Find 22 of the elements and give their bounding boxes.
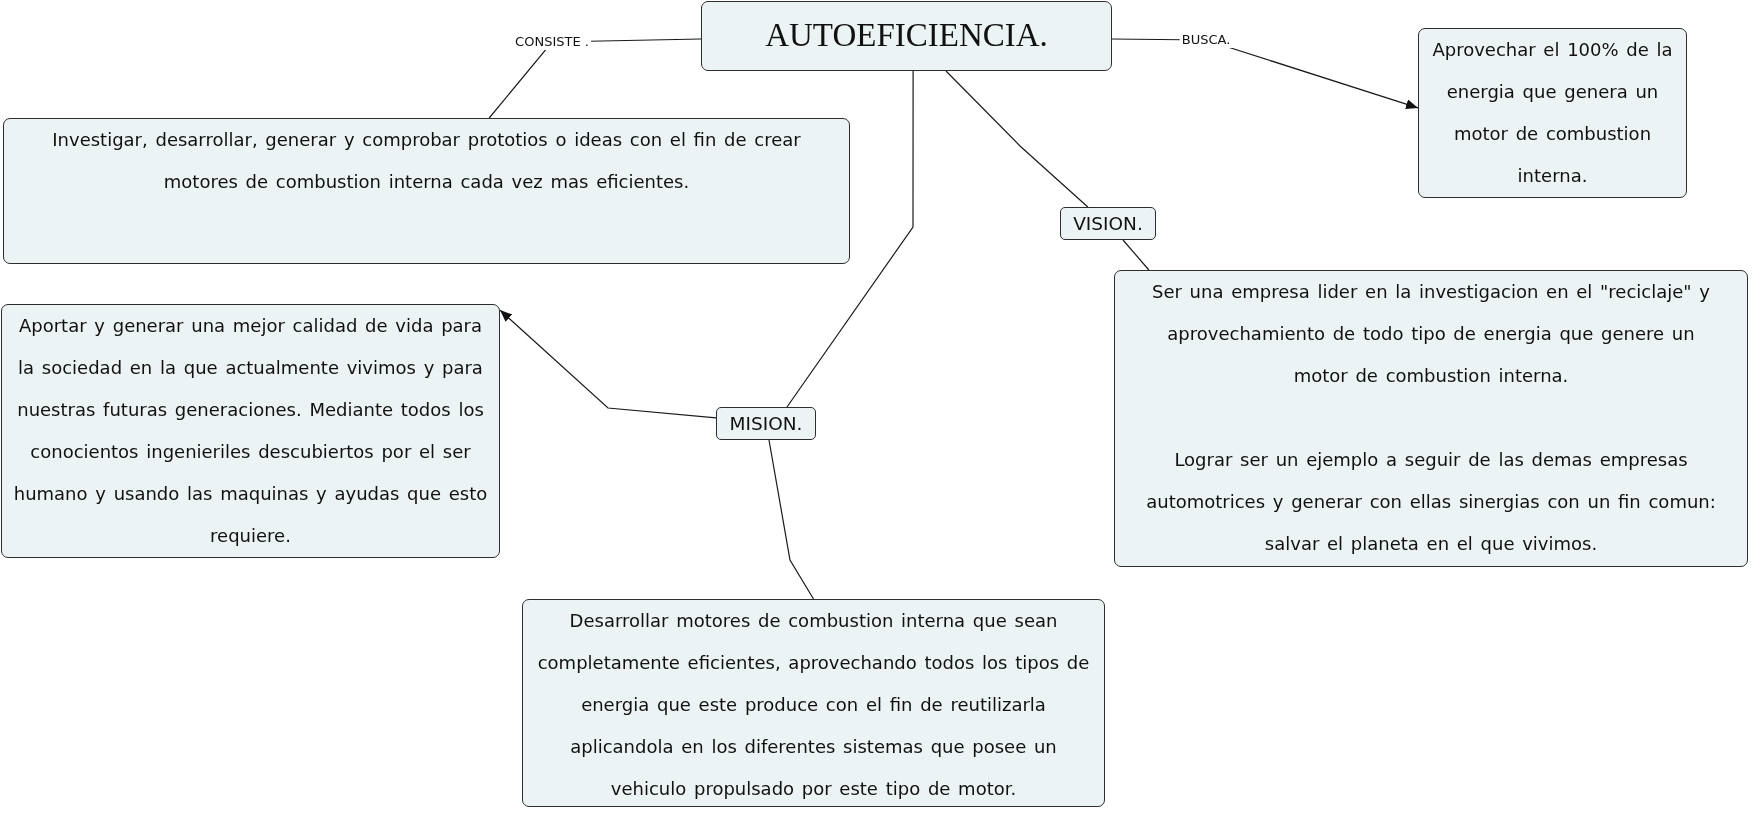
concept-text: AUTOEFICIENCIA. [765,17,1048,55]
concept-text: VISION. [1073,212,1143,235]
connector-line [768,439,815,600]
connector-line [786,70,914,408]
connector-line [1122,239,1150,271]
concept-box [3,118,850,264]
edge-label: CONSISTE . [513,34,591,50]
concept-box [1114,270,1748,567]
concept-text: Lograr ser un ejemplo a seguir de las demas empresas automotrices y generar con ellas sinergias con un fin comun: salvar el planeta en el que vivimos. [1145,448,1717,556]
concept-box [716,407,816,440]
edge-label: BUSCA. [1179,32,1233,48]
concept-text: Ser una empresa lider en la investigacion en el "reciclaje" y aprovechamiento de todo tipo de energia que genere un motor de combustion interna. [1151,280,1711,388]
concept-text: MISION. [729,412,803,435]
concept-box [1418,28,1687,198]
arrow [499,309,717,419]
concept-text: Aportar y generar una mejor calidad de vida para la sociedad en la que actualmente vivimos y para nuestras futuras generaciones. Mediante todos los conocientos ingenieriles descubiertos por el ser humano y usando las maquinas y ayudas que esto requiere. [12,314,489,548]
concept-box [701,1,1112,71]
concept-text: Investigar, desarrollar, generar y comprobar prototios o ideas con el fin de crear motores de combustion interna cada vez mas eficientes. [51,128,802,194]
concept-box [1060,207,1156,240]
concept-text: Aprovechar el 100% de la energia que genera un motor de combustion interna. [1431,38,1674,188]
concept-text: Desarrollar motores de combustion interna que sean completamente eficientes, aprovechando todos los tipos de energia que este produce con el fin de reutilizarla aplicandola en los diferentes sistemas que posee un vehiculo propulsado por este tipo de motor. [536,609,1091,801]
connector-line [945,70,1089,208]
